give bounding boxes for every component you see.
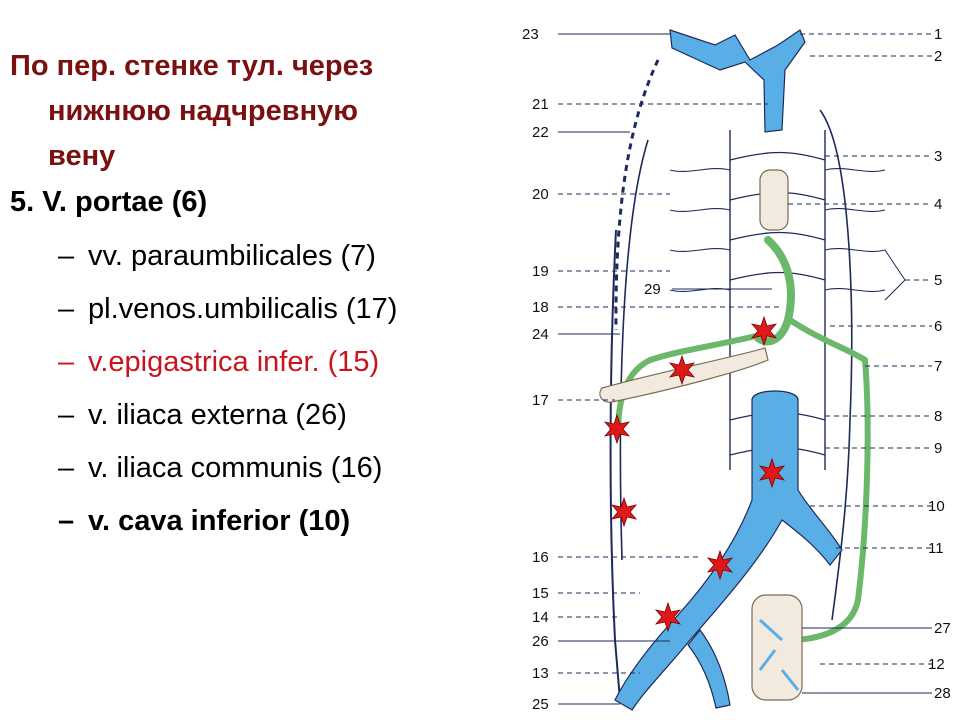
- text-panel: По пер. стенке тул. через нижнюю надчрев…: [10, 44, 500, 538]
- list-item-text: vv. paraumbilicales (7): [88, 240, 376, 272]
- label-16: 16: [532, 549, 549, 566]
- label-29: 29: [644, 281, 661, 298]
- label-21: 21: [532, 96, 549, 113]
- label-18: 18: [532, 299, 549, 316]
- internal-iliac-vein: [687, 629, 731, 709]
- label-8: 8: [934, 408, 942, 425]
- label-7: 7: [934, 358, 942, 375]
- rectum: [751, 594, 803, 701]
- list-dash: –: [58, 399, 75, 431]
- list-item-6: –v. cava inferior (10): [58, 505, 350, 538]
- list-item-4: –v. iliaca externa (26): [58, 399, 347, 432]
- list-dash: –: [58, 346, 75, 378]
- star-marker: [654, 601, 682, 633]
- right-pointer-lines: [788, 33, 932, 694]
- anastomosis-stars: [603, 315, 786, 633]
- label-27: 27: [934, 620, 951, 637]
- label-14: 14: [532, 609, 549, 626]
- list-dash: –: [58, 505, 75, 537]
- body-wall-inner-left: [619, 139, 649, 561]
- heading-line-1: По пер. стенке тул. через: [10, 50, 374, 82]
- list-item-3: –v.epigastrica infer. (15): [58, 346, 379, 379]
- heading-line-2: нижнюю надчревную: [48, 95, 358, 127]
- label-20: 20: [532, 186, 549, 203]
- label-25: 25: [532, 696, 549, 713]
- star-marker: [610, 496, 638, 528]
- label-3: 3: [934, 148, 942, 165]
- list-dash: –: [58, 240, 75, 272]
- portal-branch-right: [785, 317, 871, 643]
- inferior-vena-cava: [614, 390, 843, 711]
- list-item-text: pl.venos.umbilicalis (17): [88, 293, 398, 325]
- label-22: 22: [532, 124, 549, 141]
- list-dash: –: [58, 452, 75, 484]
- list-item-text: v.epigastrica infer. (15): [88, 346, 380, 378]
- lateral-branches-right: [824, 168, 886, 292]
- label-4: 4: [934, 196, 942, 213]
- star-marker: [750, 315, 778, 347]
- list-dash: –: [58, 293, 75, 325]
- label-13: 13: [532, 665, 549, 682]
- label-6: 6: [934, 318, 942, 335]
- left-pointer-lines: [558, 33, 780, 705]
- rectal-veins: [758, 618, 800, 691]
- star-marker: [706, 549, 734, 581]
- list-item-1: –vv. paraumbilicales (7): [58, 240, 376, 273]
- label-28: 28: [934, 685, 951, 702]
- list-item-text: v. iliaca externa (26): [88, 399, 347, 431]
- heading-line-3: вену: [48, 140, 116, 172]
- list-main-item: 5. V. portae (6): [10, 186, 208, 218]
- body-wall-left: [609, 229, 621, 701]
- list-item-5: –v. iliaca communis (16): [58, 452, 382, 485]
- list-item-text: v. cava inferior (10): [88, 505, 351, 537]
- right-labels: 1 2 3 4 5 6 7 8 9 10 11 27 12 28: [928, 26, 951, 702]
- left-labels: 23 21 22 20 19 29 18 24 17 16 15 14 26 1…: [522, 26, 661, 713]
- label-2: 2: [934, 48, 942, 65]
- star-marker: [603, 413, 631, 445]
- dashed-collateral: [614, 59, 660, 331]
- label-1: 1: [934, 26, 942, 43]
- superior-vena-cava: [669, 29, 806, 133]
- label-9: 9: [934, 440, 942, 457]
- esophagus: [759, 169, 789, 231]
- label-26: 26: [532, 633, 549, 650]
- label-17: 17: [532, 392, 549, 409]
- label-24: 24: [532, 326, 549, 343]
- label-23: 23: [522, 26, 539, 43]
- star-marker: [668, 354, 696, 386]
- venous-anastomosis-diagram: 23 21 22 20 19 29 18 24 17 16 15 14 26 1…: [520, 0, 960, 720]
- heading: По пер. стенке тул. через нижнюю надчрев…: [10, 44, 500, 179]
- label-19: 19: [532, 263, 549, 280]
- lateral-branches-left: [669, 168, 731, 292]
- list-item-2: –pl.venos.umbilicalis (17): [58, 293, 397, 326]
- list-item-text: v. iliaca communis (16): [88, 452, 383, 484]
- label-12: 12: [928, 656, 945, 673]
- star-marker: [758, 457, 786, 489]
- label-11: 11: [928, 540, 944, 557]
- diagram-svg: 23 21 22 20 19 29 18 24 17 16 15 14 26 1…: [522, 26, 951, 713]
- label-10: 10: [928, 498, 945, 515]
- label-15: 15: [532, 585, 549, 602]
- label-5: 5: [934, 272, 942, 289]
